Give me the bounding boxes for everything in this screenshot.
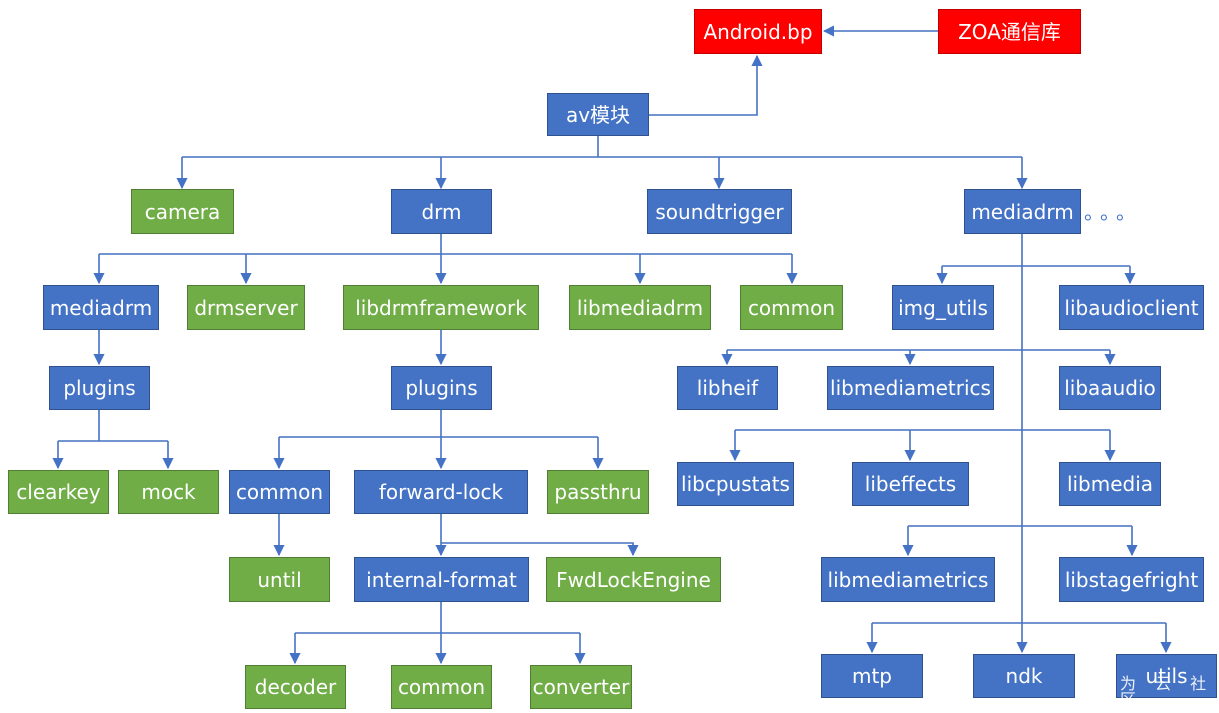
node-clearkey: clearkey: [8, 470, 109, 514]
node-libheif: libheif: [677, 366, 778, 410]
node-format-common: common: [391, 665, 492, 709]
watermark: 为 云 社 区: [1120, 674, 1214, 709]
node-soundtrigger: soundtrigger: [647, 189, 792, 234]
node-libmediametrics-2: libmediametrics: [821, 557, 995, 602]
node-fwdlockengine: FwdLockEngine: [546, 557, 721, 602]
node-internal-format: internal-format: [354, 557, 529, 602]
node-ndk: ndk: [973, 654, 1075, 698]
node-utils: utils: [1116, 654, 1217, 698]
node-camera: camera: [131, 189, 234, 234]
node-av-module: av模块: [547, 93, 649, 136]
node-img-utils: img_utils: [892, 285, 994, 330]
node-libaudioclient: libaudioclient: [1059, 285, 1204, 330]
node-libmediadrm: libmediadrm: [569, 285, 711, 330]
node-libeffects: libeffects: [852, 462, 969, 506]
node-plugins-common: common: [229, 470, 330, 514]
node-drm-common: common: [740, 285, 843, 330]
node-until: until: [229, 557, 330, 602]
node-libcpustats: libcpustats: [677, 462, 794, 506]
node-passthru: passthru: [547, 470, 649, 514]
edge-av-to-android-bp: [649, 54, 763, 116]
node-framework-plugins: plugins: [391, 366, 492, 410]
node-libdrmframework: libdrmframework: [343, 285, 539, 330]
node-converter: converter: [530, 665, 632, 709]
node-forward-lock: forward-lock: [354, 470, 528, 514]
node-libaaudio: libaaudio: [1059, 366, 1161, 410]
node-mtp: mtp: [821, 654, 923, 698]
node-mediadrm: mediadrm: [964, 189, 1081, 234]
node-drmserver: drmserver: [187, 285, 305, 330]
node-drm-mediadrm: mediadrm: [43, 285, 159, 330]
node-mediadrm-plugins: plugins: [49, 366, 150, 410]
node-drm: drm: [391, 189, 492, 234]
node-libstagefright: libstagefright: [1059, 557, 1204, 602]
node-mock: mock: [118, 470, 219, 514]
node-libmedia: libmedia: [1059, 462, 1161, 506]
node-libmediametrics-1: libmediametrics: [827, 366, 994, 410]
ellipsis-more: 。。。: [1084, 200, 1142, 224]
node-decoder: decoder: [245, 665, 346, 709]
node-zoa-comm-lib: ZOA通信库: [938, 9, 1081, 54]
node-android-bp: Android.bp: [694, 9, 822, 54]
